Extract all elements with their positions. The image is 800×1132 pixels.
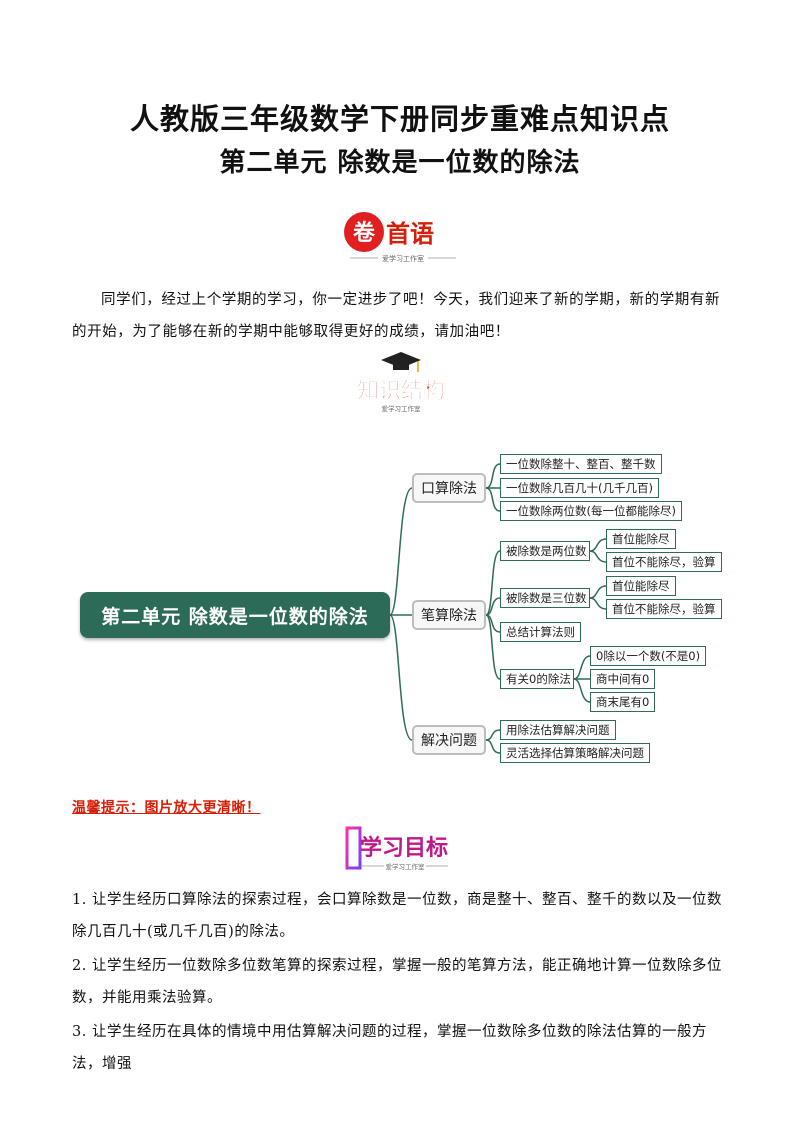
goal-item-1: 1. 让学生经历口算除法的探索过程，会口算除数是一位数，商是整十、整百、整千的数…: [72, 892, 722, 940]
knowledge-mindmap: 第二单元 除数是一位数的除法 口算除法 一位数除整十、整百、整千数 一位数除几百…: [0, 440, 800, 780]
written-item-4b: 商中间有0: [590, 669, 656, 689]
goals-badge: 学习目标 爱学习工作室: [344, 822, 456, 878]
preface-badge: 卷 首语 爱学习工作室: [340, 208, 465, 266]
written-item-3: 总结计算法则: [500, 622, 581, 642]
tip-note: 温馨提示：图片放大更清晰！: [72, 800, 261, 816]
branch-written-division: 笔算除法: [412, 600, 486, 630]
preface-badge-char: 卷: [352, 220, 376, 246]
oral-item-3: 一位数除两位数(每一位都能除尽): [500, 501, 682, 521]
goals-badge-text: 学习目标: [360, 835, 448, 861]
written-item-1: 被除数是两位数: [500, 541, 590, 561]
preface-badge-text: 首语: [386, 220, 434, 248]
branch-problem-solving: 解决问题: [412, 725, 486, 755]
written-item-4: 有关0的除法: [500, 669, 574, 689]
page-subtitle: 第二单元 除数是一位数的除法: [219, 148, 581, 178]
oral-item-2: 一位数除几百几十(几千几百): [500, 478, 659, 498]
written-item-1a: 首位能除尽: [606, 529, 676, 549]
written-item-2b: 首位不能除尽，验算: [606, 599, 722, 619]
oral-item-1: 一位数除整十、整百、整千数: [500, 454, 662, 474]
written-item-1b: 首位不能除尽，验算: [606, 552, 722, 572]
mindmap-connectors: [389, 463, 607, 754]
problem-item-2: 灵活选择估算策略解决问题: [500, 743, 650, 763]
written-item-2a: 首位能除尽: [606, 576, 676, 596]
page-title: 人教版三年级数学下册同步重难点知识点: [129, 102, 670, 136]
goals-badge-sub: 爱学习工作室: [386, 862, 426, 871]
goal-item-3: 3. 让学生经历在具体的情境中用估算解决问题的过程，掌握一位数除多位数的除法估算…: [72, 1024, 707, 1072]
graduation-cap-icon: [381, 352, 421, 372]
written-item-4a: 0除以一个数(不是0): [590, 646, 707, 666]
written-item-4c: 商末尾有0: [590, 692, 656, 712]
learning-goals: 1. 让学生经历口算除法的探索过程，会口算除数是一位数，商是整十、整百、整千的数…: [72, 884, 732, 1082]
structure-badge-sub: 爱学习工作室: [382, 404, 422, 413]
goal-item-2: 2. 让学生经历一位数除多位数笔算的探索过程，掌握一般的笔算方法，能正确地计算一…: [72, 958, 722, 1006]
preface-badge-sub: 爱学习工作室: [382, 254, 424, 263]
branch-oral-division: 口算除法: [412, 473, 486, 503]
problem-item-1: 用除法估算解决问题: [500, 720, 616, 740]
intro-paragraph: 同学们，经过上个学期的学习，你一定进步了吧！今天，我们迎来了新的学期，新的学期有…: [72, 292, 721, 340]
mindmap-root: 第二单元 除数是一位数的除法: [80, 592, 390, 638]
structure-badge: 知识结构 爱学习工作室: [346, 348, 456, 418]
written-item-2: 被除数是三位数: [500, 588, 590, 608]
structure-badge-text: 知识结构: [357, 378, 445, 404]
